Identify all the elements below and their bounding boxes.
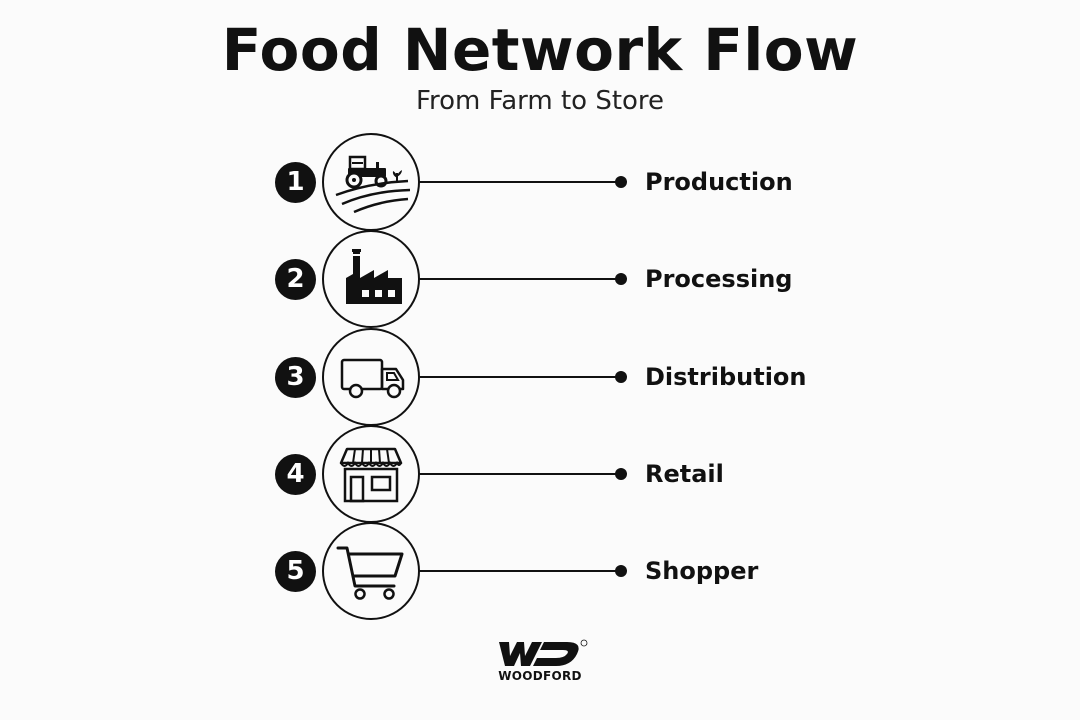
delivery-truck-icon — [322, 328, 420, 426]
page-subtitle: From Farm to Store — [415, 86, 665, 116]
logo-name: WOODFORD — [498, 669, 582, 683]
flow-step-distribution: 3 Distribution — [0, 328, 1080, 426]
connector-dot — [615, 273, 627, 285]
step-number-badge: 2 — [275, 259, 316, 300]
step-number-badge: 5 — [275, 551, 316, 592]
step-label-distribution: Distribution — [645, 363, 807, 391]
connector-line — [418, 473, 620, 475]
step-label-processing: Processing — [645, 265, 793, 293]
connector-dot — [615, 176, 627, 188]
tractor-field-icon — [322, 133, 420, 231]
connector-line — [418, 376, 620, 378]
step-label-retail: Retail — [645, 460, 724, 488]
storefront-icon — [322, 425, 420, 523]
connector-line — [418, 278, 620, 280]
wd-logo-mark — [499, 639, 588, 666]
flow-step-processing: 2 Processing — [0, 230, 1080, 328]
step-number-badge: 4 — [275, 454, 316, 495]
flow-step-production: 1 Production — [0, 133, 1080, 231]
step-label-shopper: Shopper — [645, 557, 759, 585]
connector-line — [418, 570, 620, 572]
shopping-cart-icon — [322, 522, 420, 620]
woodford-logo: WOODFORD — [490, 636, 590, 692]
connector-dot — [615, 468, 627, 480]
flow-step-retail: 4 Retail — [0, 425, 1080, 523]
factory-icon — [322, 230, 420, 328]
step-label-production: Production — [645, 168, 793, 196]
flow-step-shopper: 5 Shopper — [0, 522, 1080, 620]
page-title: Food Network Flow — [221, 16, 859, 84]
connector-line — [418, 181, 620, 183]
step-number-badge: 1 — [275, 162, 316, 203]
connector-dot — [615, 565, 627, 577]
connector-dot — [615, 371, 627, 383]
step-number-badge: 3 — [275, 357, 316, 398]
